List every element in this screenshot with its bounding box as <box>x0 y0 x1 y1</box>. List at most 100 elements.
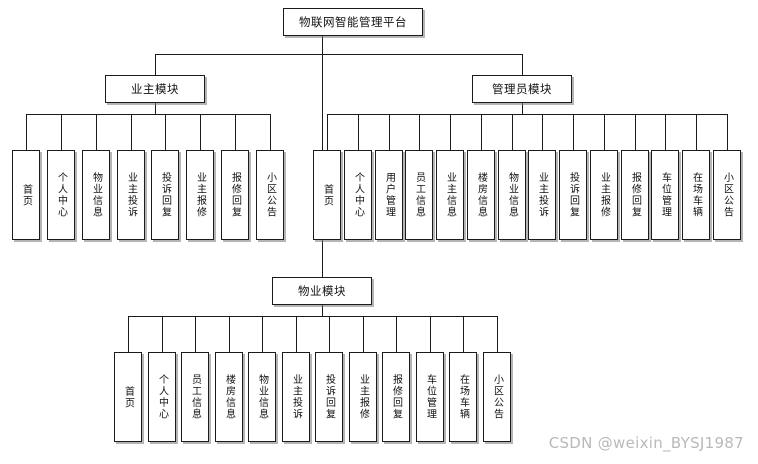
leaf-node-owner[interactable]: 首页 <box>12 150 40 240</box>
connector-drop-property-leaf <box>229 316 230 352</box>
connector-drop-admin-leaf <box>327 114 328 150</box>
module-node-admin-label: 管理员模块 <box>492 81 552 96</box>
connector-drop-property-leaf <box>329 316 330 352</box>
leaf-node-owner-label: 业主投诉 <box>125 172 137 218</box>
leaf-node-admin[interactable]: 楼房信息 <box>467 150 495 240</box>
connector-drop-property-leaf <box>363 316 364 352</box>
leaf-node-admin[interactable]: 物业信息 <box>498 150 526 240</box>
connector-drop-property-leaf <box>262 316 263 352</box>
leaf-node-owner-label: 投诉回复 <box>159 172 171 218</box>
module-node-admin[interactable]: 管理员模块 <box>472 75 572 103</box>
leaf-node-property[interactable]: 员工信息 <box>181 352 209 442</box>
leaf-node-admin-label: 楼房信息 <box>475 172 487 218</box>
leaf-node-property[interactable]: 个人中心 <box>148 352 176 442</box>
leaf-node-admin-label: 车位管理 <box>659 172 671 218</box>
leaf-node-property[interactable]: 小区公告 <box>483 352 511 442</box>
connector-drop-owner-leaf <box>165 114 166 150</box>
leaf-node-admin[interactable]: 员工信息 <box>405 150 433 240</box>
leaf-node-owner-label: 首页 <box>20 183 32 207</box>
leaf-node-owner[interactable]: 报修回复 <box>221 150 249 240</box>
connector-drop-admin-leaf <box>450 114 451 150</box>
leaf-node-owner-label: 小区公告 <box>264 172 276 218</box>
leaf-node-property[interactable]: 物业信息 <box>248 352 276 442</box>
leaf-node-owner[interactable]: 物业信息 <box>82 150 110 240</box>
leaf-node-property[interactable]: 业主投诉 <box>282 352 310 442</box>
leaf-node-admin[interactable]: 在场车辆 <box>682 150 710 240</box>
leaf-node-admin-label: 业主报修 <box>598 172 610 218</box>
leaf-node-owner-label: 个人中心 <box>55 172 67 218</box>
leaf-node-admin-label: 首页 <box>321 183 333 207</box>
connector-drop-admin-leaf <box>696 114 697 150</box>
connector-drop-property-leaf <box>396 316 397 352</box>
connector-drop-admin-leaf <box>512 114 513 150</box>
watermark-text: CSDN @weixin_BYSJ1987 <box>548 434 744 452</box>
module-node-owner[interactable]: 业主模块 <box>105 75 205 103</box>
leaf-node-property[interactable]: 报修回复 <box>382 352 410 442</box>
leaf-node-owner[interactable]: 投诉回复 <box>151 150 179 240</box>
connector-drop-admin-leaf <box>665 114 666 150</box>
leaf-node-admin[interactable]: 用户管理 <box>375 150 403 240</box>
leaf-node-property[interactable]: 车位管理 <box>416 352 444 442</box>
connector-root-stem <box>322 36 323 54</box>
connector-property-stem <box>322 305 323 316</box>
leaf-node-property[interactable]: 楼房信息 <box>215 352 243 442</box>
leaf-node-owner[interactable]: 业主报修 <box>186 150 214 240</box>
leaf-node-property[interactable]: 业主报修 <box>349 352 377 442</box>
leaf-node-property-label: 报修回复 <box>390 374 402 420</box>
module-node-owner-label: 业主模块 <box>131 81 179 96</box>
leaf-node-property[interactable]: 投诉回复 <box>315 352 343 442</box>
connector-drop-admin-leaf <box>389 114 390 150</box>
leaf-node-admin-label: 报修回复 <box>629 172 641 218</box>
connector-drop-admin-leaf <box>358 114 359 150</box>
connector-drop-admin-leaf <box>419 114 420 150</box>
leaf-node-property[interactable]: 在场车辆 <box>449 352 477 442</box>
connector-drop-owner-leaf <box>235 114 236 150</box>
connector-drop-admin-leaf <box>573 114 574 150</box>
leaf-node-admin-label: 用户管理 <box>383 172 395 218</box>
leaf-node-admin-label: 小区公告 <box>721 172 733 218</box>
leaf-node-admin[interactable]: 投诉回复 <box>559 150 587 240</box>
connector-top-bus <box>155 54 523 55</box>
module-node-property[interactable]: 物业模块 <box>272 277 372 305</box>
leaf-node-admin[interactable]: 个人中心 <box>344 150 372 240</box>
connector-drop-property-leaf <box>128 316 129 352</box>
leaf-node-property-label: 小区公告 <box>491 374 503 420</box>
leaf-node-admin[interactable]: 业主信息 <box>436 150 464 240</box>
leaf-node-property-label: 车位管理 <box>424 374 436 420</box>
leaf-node-owner[interactable]: 个人中心 <box>47 150 75 240</box>
leaf-node-property-label: 业主报修 <box>357 374 369 420</box>
leaf-node-admin-label: 业主信息 <box>444 172 456 218</box>
connector-drop-property-leaf <box>162 316 163 352</box>
leaf-node-admin-label: 投诉回复 <box>567 172 579 218</box>
connector-owner-stem <box>155 103 156 114</box>
leaf-node-owner[interactable]: 业主投诉 <box>117 150 145 240</box>
connector-bus-admin <box>327 114 727 115</box>
leaf-node-owner[interactable]: 小区公告 <box>256 150 284 240</box>
connector-drop-owner-leaf <box>61 114 62 150</box>
leaf-node-property-label: 首页 <box>122 385 134 409</box>
leaf-node-property-label: 投诉回复 <box>323 374 335 420</box>
connector-drop-owner-leaf <box>26 114 27 150</box>
leaf-node-property[interactable]: 首页 <box>114 352 142 442</box>
leaf-node-admin[interactable]: 业主报修 <box>590 150 618 240</box>
module-node-property-label: 物业模块 <box>298 283 346 298</box>
connector-drop-property-leaf <box>296 316 297 352</box>
leaf-node-admin[interactable]: 业主投诉 <box>528 150 556 240</box>
leaf-node-property-label: 在场车辆 <box>457 374 469 420</box>
leaf-node-admin[interactable]: 报修回复 <box>621 150 649 240</box>
connector-drop-admin-leaf <box>542 114 543 150</box>
root-node-label: 物联网智能管理平台 <box>299 14 407 29</box>
leaf-node-admin[interactable]: 首页 <box>313 150 341 240</box>
leaf-node-admin-label: 物业信息 <box>506 172 518 218</box>
connector-drop-owner-leaf <box>96 114 97 150</box>
leaf-node-admin[interactable]: 小区公告 <box>713 150 741 240</box>
leaf-node-admin-label: 业主投诉 <box>536 172 548 218</box>
leaf-node-admin[interactable]: 车位管理 <box>651 150 679 240</box>
connector-drop-property-leaf <box>195 316 196 352</box>
leaf-node-property-label: 个人中心 <box>156 374 168 420</box>
leaf-node-admin-label: 员工信息 <box>413 172 425 218</box>
connector-drop-admin <box>522 54 523 75</box>
root-node[interactable]: 物联网智能管理平台 <box>283 8 423 36</box>
connector-drop-admin-leaf <box>604 114 605 150</box>
connector-drop-property-leaf <box>463 316 464 352</box>
